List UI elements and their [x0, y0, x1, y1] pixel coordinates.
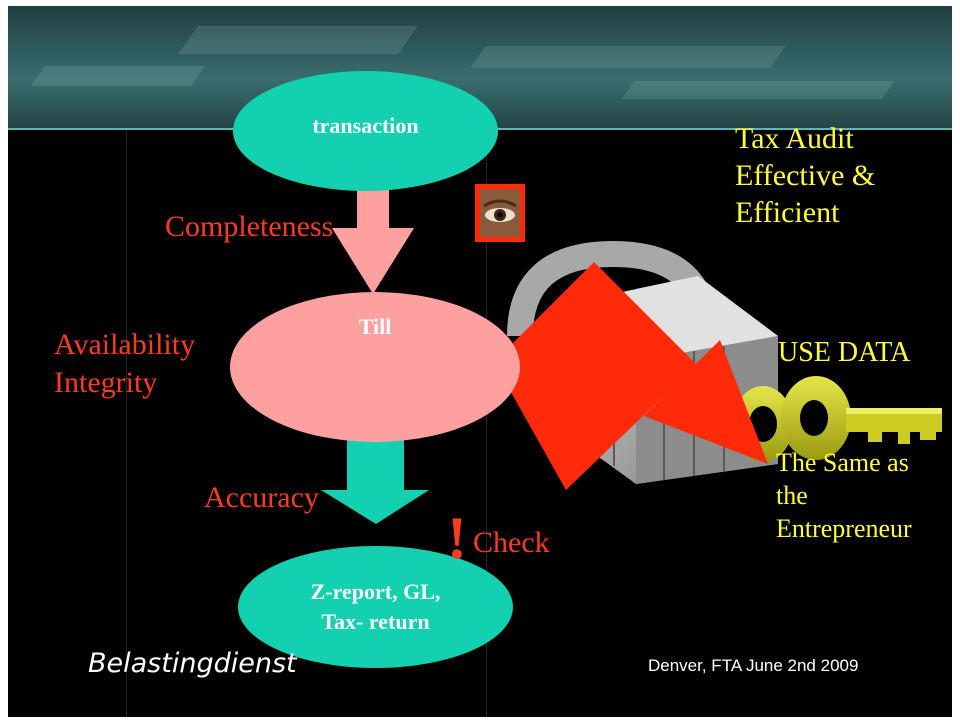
- till-label: Till: [358, 314, 392, 339]
- tax-audit-line3: Efficient: [735, 196, 840, 229]
- check-exclamation: !: [447, 505, 467, 571]
- divider-line: [486, 130, 487, 717]
- zreport-line2: Tax- return: [321, 609, 430, 634]
- footer-event: Denver, FTA June 2nd 2009: [648, 656, 859, 675]
- accuracy-label: Accuracy: [204, 481, 319, 514]
- tax-audit-line1: Tax Audit: [735, 122, 854, 155]
- tax-audit-text: Tax Audit Effective & Efficient: [735, 120, 875, 231]
- use-data-label: USE DATA: [778, 337, 911, 368]
- eye-icon: [475, 184, 525, 242]
- zreport-line1: Z-report, GL,: [310, 579, 441, 604]
- same-as-text: The Same as the Entrepreneur: [776, 446, 912, 545]
- completeness-label: Completeness: [165, 210, 334, 243]
- transaction-ellipse: transaction: [233, 71, 498, 191]
- divider-line: [126, 130, 127, 717]
- arrow-down-teal: [321, 436, 429, 524]
- same-line1: The Same as: [776, 448, 909, 477]
- zreport-ellipse: Z-report, GL, Tax- return: [238, 546, 513, 668]
- slide: transaction Till Z-report, GL, Tax- retu…: [8, 6, 952, 717]
- arrow-big-red: [494, 262, 768, 490]
- belastingdienst-logo: Belastingdienst: [88, 648, 297, 679]
- tax-audit-line2: Effective &: [735, 159, 876, 192]
- arrow-down-pink: [332, 170, 414, 294]
- availability-label: Availability: [54, 328, 196, 361]
- till-ellipse: Till: [230, 292, 520, 442]
- same-line3: Entrepreneur: [776, 514, 912, 543]
- check-label: Check: [473, 526, 550, 559]
- diagram-graphics: [321, 170, 942, 524]
- same-line2: the: [776, 481, 808, 510]
- transaction-label: transaction: [312, 113, 419, 138]
- integrity-label: Integrity: [54, 366, 158, 399]
